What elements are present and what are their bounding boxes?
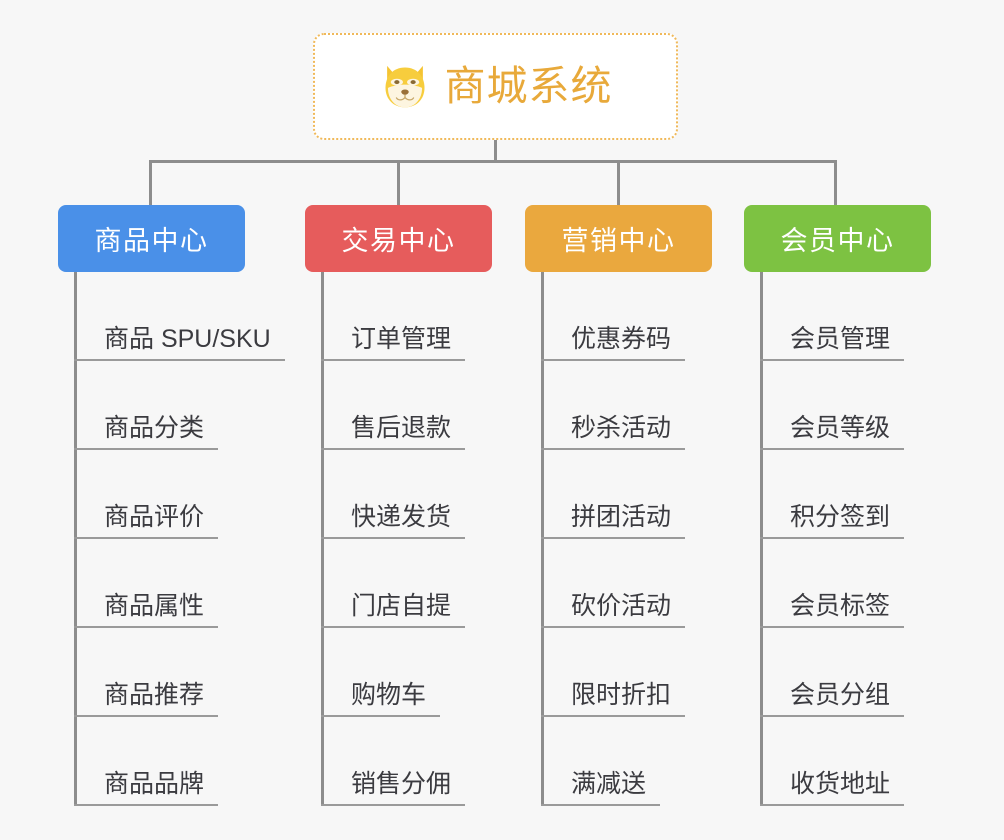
leaf-label: 门店自提 <box>321 592 466 628</box>
list-item[interactable]: 商品 SPU/SKU <box>74 272 285 361</box>
category-header-4[interactable]: 会员中心 <box>744 205 931 272</box>
list-item[interactable]: 门店自提 <box>321 539 466 628</box>
column-trunk-1 <box>74 272 77 806</box>
leaf-label: 购物车 <box>321 681 441 717</box>
leaf-label: 商品评价 <box>74 503 219 539</box>
leaf-label: 会员分组 <box>760 681 905 717</box>
connector-drop-col-3 <box>617 160 620 205</box>
column-trunk-4 <box>760 272 763 806</box>
list-item[interactable]: 秒杀活动 <box>541 361 686 450</box>
leaf-label: 订单管理 <box>321 325 466 361</box>
list-item[interactable]: 收货地址 <box>760 717 905 806</box>
leaf-list-1: 商品 SPU/SKU 商品分类 商品评价 商品属性 商品推荐 商品品牌 <box>74 272 285 806</box>
leaf-list-3: 优惠券码 秒杀活动 拼团活动 砍价活动 限时折扣 满减送 <box>541 272 686 806</box>
list-item[interactable]: 优惠券码 <box>541 272 686 361</box>
shiba-dog-face-icon <box>385 65 424 107</box>
leaf-label: 收货地址 <box>760 770 905 806</box>
root-node[interactable]: 商城系统 <box>313 33 678 140</box>
connector-drop-col-2 <box>397 160 400 205</box>
leaf-label: 售后退款 <box>321 414 466 450</box>
root-title: 商城系统 <box>444 63 613 109</box>
leaf-label: 积分签到 <box>760 503 905 539</box>
leaf-label: 商品属性 <box>74 592 219 628</box>
leaf-label: 会员标签 <box>760 592 905 628</box>
column-trunk-2 <box>321 272 324 806</box>
leaf-label: 砍价活动 <box>541 592 686 628</box>
list-item[interactable]: 积分签到 <box>760 450 905 539</box>
leaf-label: 会员等级 <box>760 414 905 450</box>
list-item[interactable]: 会员管理 <box>760 272 905 361</box>
list-item[interactable]: 会员分组 <box>760 628 905 717</box>
list-item[interactable]: 购物车 <box>321 628 465 717</box>
list-item[interactable]: 满减送 <box>541 717 685 806</box>
leaf-label: 商品品牌 <box>74 770 219 806</box>
list-item[interactable]: 售后退款 <box>321 361 466 450</box>
leaf-label: 限时折扣 <box>541 681 686 717</box>
list-item[interactable]: 砍价活动 <box>541 539 686 628</box>
list-item[interactable]: 订单管理 <box>321 272 466 361</box>
leaf-label: 销售分佣 <box>321 770 466 806</box>
leaf-label: 快递发货 <box>321 503 466 539</box>
list-item[interactable]: 商品推荐 <box>74 628 285 717</box>
leaf-label: 商品分类 <box>74 414 219 450</box>
category-header-2[interactable]: 交易中心 <box>305 205 492 272</box>
leaf-label: 拼团活动 <box>541 503 686 539</box>
list-item[interactable]: 会员标签 <box>760 539 905 628</box>
list-item[interactable]: 商品属性 <box>74 539 285 628</box>
list-item[interactable]: 销售分佣 <box>321 717 466 806</box>
list-item[interactable]: 拼团活动 <box>541 450 686 539</box>
list-item[interactable]: 商品评价 <box>74 450 285 539</box>
list-item[interactable]: 快递发货 <box>321 450 466 539</box>
column-trunk-3 <box>541 272 544 806</box>
category-header-3[interactable]: 营销中心 <box>525 205 712 272</box>
leaf-label: 优惠券码 <box>541 325 686 361</box>
connector-horizontal-bus <box>149 160 837 163</box>
connector-root-stem <box>494 140 497 162</box>
connector-drop-col-1 <box>149 160 152 205</box>
leaf-label: 秒杀活动 <box>541 414 686 450</box>
leaf-list-4: 会员管理 会员等级 积分签到 会员标签 会员分组 收货地址 <box>760 272 905 806</box>
list-item[interactable]: 会员等级 <box>760 361 905 450</box>
connector-drop-col-4 <box>834 160 837 205</box>
leaf-label: 会员管理 <box>760 325 905 361</box>
leaf-label: 商品推荐 <box>74 681 219 717</box>
list-item[interactable]: 限时折扣 <box>541 628 686 717</box>
leaf-label: 商品 SPU/SKU <box>74 325 285 361</box>
leaf-label: 满减送 <box>541 770 661 806</box>
category-header-1[interactable]: 商品中心 <box>58 205 245 272</box>
list-item[interactable]: 商品品牌 <box>74 717 285 806</box>
list-item[interactable]: 商品分类 <box>74 361 285 450</box>
leaf-list-2: 订单管理 售后退款 快递发货 门店自提 购物车 销售分佣 <box>321 272 466 806</box>
